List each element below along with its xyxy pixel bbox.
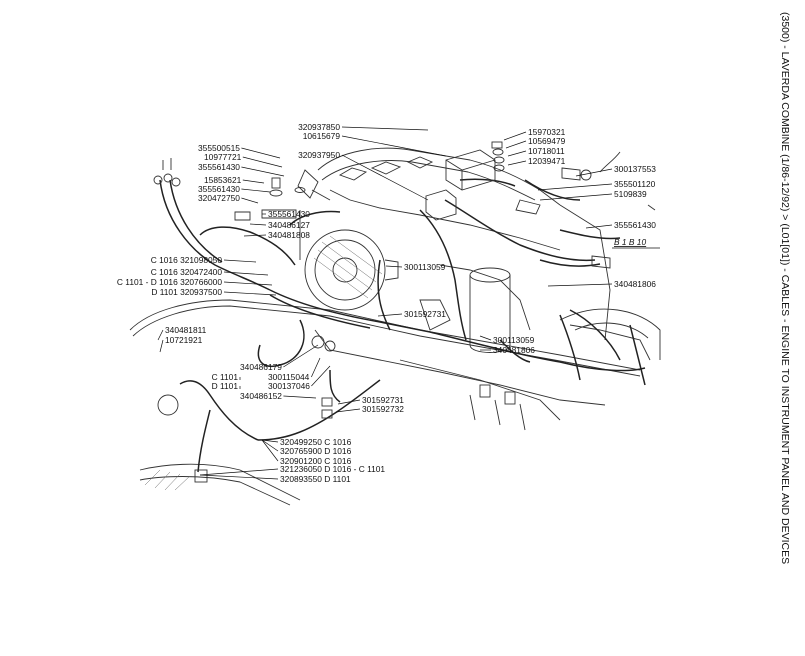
part-label: 340486127 <box>268 220 310 230</box>
leader-line <box>261 439 279 452</box>
part-label: 301592731 <box>404 309 446 319</box>
leader-line <box>223 259 257 263</box>
part-label: 355500515 <box>198 143 240 153</box>
part-label: 10718011 <box>528 146 565 156</box>
leader-line <box>505 140 527 149</box>
part-label: 340481808 <box>268 230 310 240</box>
leader-line <box>585 224 613 229</box>
part-label: 300137046 <box>268 381 310 391</box>
part-label: C 1101 <box>212 372 239 382</box>
leader-lines <box>157 126 613 480</box>
leader-line <box>507 150 527 157</box>
part-label: 15970321 <box>528 127 566 137</box>
leader-line <box>537 183 613 191</box>
part-label: 340481806 <box>614 279 656 289</box>
leader-line <box>337 399 361 405</box>
part-label: 320893550 D 1101 <box>280 474 351 484</box>
part-label: 301592732 <box>362 404 404 414</box>
leader-line <box>223 291 277 296</box>
leader-line <box>335 408 361 413</box>
leader-line <box>223 271 269 276</box>
part-label: 321236050 D 1016 - C 1101 <box>280 464 385 474</box>
leader-line <box>377 313 403 317</box>
part-label: 5109839 <box>614 189 647 199</box>
leader-line <box>283 395 317 399</box>
part-label: 300115044 <box>268 372 310 382</box>
part-label: 355561430 <box>268 209 310 219</box>
leader-line <box>241 147 281 159</box>
leader-line <box>479 335 492 341</box>
engine-drawing <box>129 147 661 506</box>
part-label: 10977721 <box>204 152 242 162</box>
part-label: 340481811 <box>165 325 207 335</box>
part-label: 320499250 C 1016 <box>280 437 352 447</box>
leader-line <box>575 168 613 177</box>
leader-line <box>539 193 613 201</box>
part-label: 340486152 <box>240 391 282 401</box>
leader-line <box>547 283 613 287</box>
note-label: B 1 B 10 <box>614 237 646 247</box>
leader-line <box>157 329 164 341</box>
wiring-harness <box>159 178 646 473</box>
leader-line <box>199 468 279 476</box>
leader-line <box>503 131 527 141</box>
part-label: 355561430 <box>198 184 240 194</box>
page-title: (3500) - LAVERDA COMBINE (1/86-12/92) > … <box>779 12 791 564</box>
leader-line <box>242 179 265 184</box>
part-label: 355501120 <box>614 179 656 189</box>
leader-line <box>385 265 403 268</box>
leader-line <box>341 135 447 157</box>
leader-line <box>249 223 267 226</box>
part-label: 300137553 <box>614 164 656 174</box>
part-label: 15853621 <box>204 175 242 185</box>
part-label: D 1101 320937500 <box>151 287 222 297</box>
part-label: C 1016 321098050 <box>151 255 223 265</box>
leader-line <box>241 197 259 204</box>
part-label: 300113059 <box>404 262 446 272</box>
leader-line <box>199 474 279 480</box>
part-label: 320901200 C 1016 <box>280 456 352 466</box>
leader-line <box>341 126 429 131</box>
part-label: 320472750 <box>198 193 240 203</box>
leader-line <box>311 357 321 378</box>
leader-line <box>242 156 283 168</box>
leader-line <box>341 154 429 201</box>
leader-line <box>261 439 279 443</box>
components <box>153 141 656 483</box>
leader-line <box>241 166 285 177</box>
part-label: D 1101 <box>212 381 239 391</box>
leader-line <box>223 281 273 286</box>
part-label: C 1016 320472400 <box>151 267 223 277</box>
leader-line <box>241 188 271 193</box>
part-label: 355561430 <box>198 162 240 172</box>
part-label: 10615679 <box>303 131 341 141</box>
part-label: 10569479 <box>528 136 566 146</box>
leader-line <box>283 344 319 368</box>
part-label: 340486179 <box>240 362 282 372</box>
part-label: C 1101 - D 1016 320766000 <box>117 277 222 287</box>
leader-line <box>507 160 527 166</box>
part-label: 10721921 <box>165 335 203 345</box>
part-label: 355561430 <box>614 220 656 230</box>
part-label: 12039471 <box>528 156 566 166</box>
leader-line <box>159 339 164 353</box>
leader-line <box>243 234 267 237</box>
part-label: 301592731 <box>362 395 404 405</box>
leader-line <box>261 439 279 462</box>
part-label: 340481806 <box>493 345 535 355</box>
part-label: 320937850 <box>298 122 340 132</box>
part-label: 300113059 <box>493 335 535 345</box>
part-label: 320937950 <box>298 150 340 160</box>
leader-line <box>311 365 331 387</box>
part-label: 320765900 D 1016 <box>280 446 352 456</box>
